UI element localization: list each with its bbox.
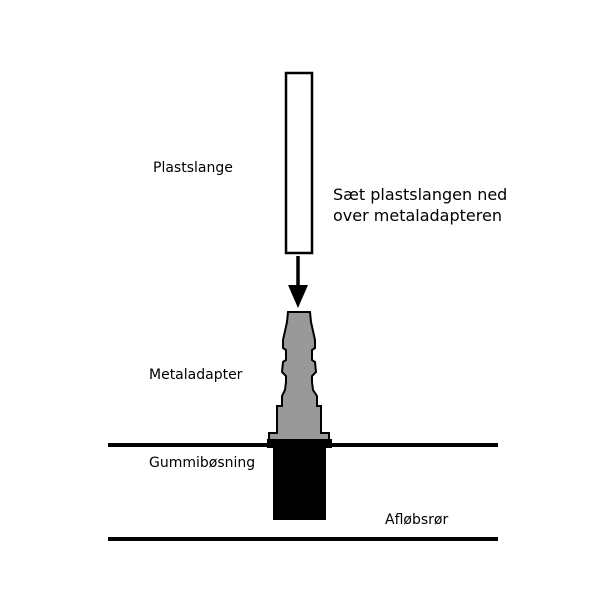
- rubber-bushing: [267, 439, 332, 520]
- rubber-bushing-label: Gummibøsning: [149, 455, 256, 471]
- down-arrow-icon: [288, 256, 308, 308]
- instruction-line-1: Sæt plastslangen ned: [333, 185, 508, 204]
- plastic-hose: [284, 71, 314, 255]
- metal-adapter-label: Metaladapter: [149, 367, 243, 383]
- drain-pipe-label: Afløbsrør: [385, 512, 449, 528]
- metal-adapter: [268, 311, 330, 441]
- instruction-line-2: over metaladapteren: [333, 206, 502, 225]
- plastic-hose-label: Plastslange: [153, 160, 233, 176]
